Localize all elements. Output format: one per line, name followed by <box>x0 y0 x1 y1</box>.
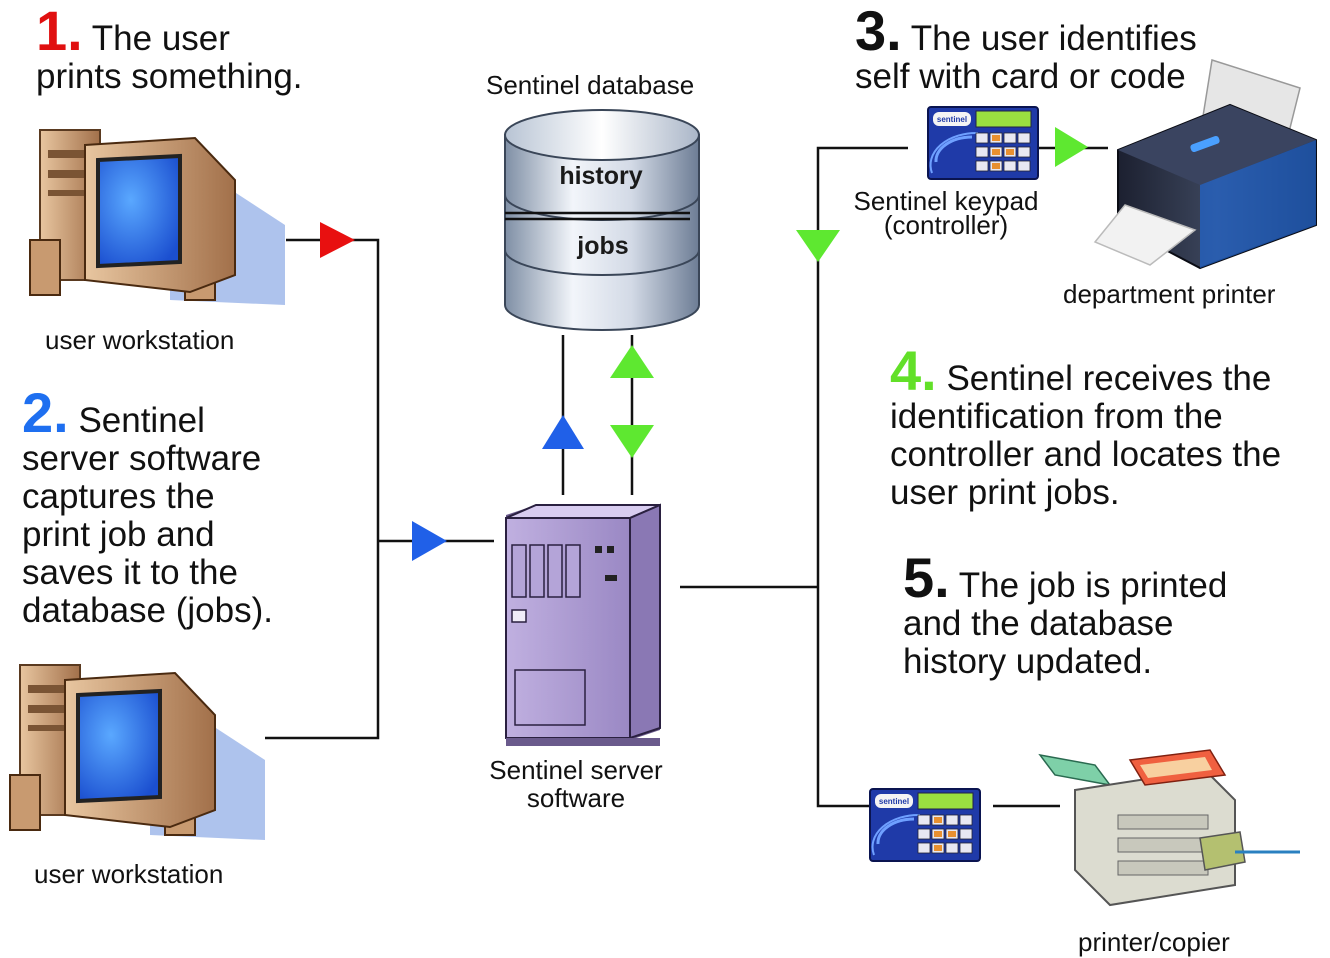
green-arrow-down-icon <box>610 425 654 458</box>
step-5: 5. The job is printed and the database h… <box>903 550 1228 681</box>
blue-arrow-up-icon <box>542 415 584 449</box>
step-2-number: 2. <box>22 381 69 444</box>
database-icon: history jobs <box>504 109 700 331</box>
computer-icon <box>9 664 265 840</box>
controller-bus-line <box>816 146 908 808</box>
step-2-line-5: saves it to the <box>22 553 238 592</box>
step-4-line-3: controller and locates the <box>890 435 1282 474</box>
keypad-brand-label: sentinel <box>879 797 909 806</box>
green-arrow-right-icon <box>1055 127 1088 167</box>
server-icon <box>505 503 661 746</box>
keypad-brand-label: sentinel <box>937 115 967 124</box>
green-arrow-down-icon <box>796 230 840 262</box>
step-1: 1. The user prints something. <box>36 3 303 96</box>
keypad-icon: sentinel <box>869 788 981 862</box>
step-2: 2. Sentinel server software captures the… <box>22 385 273 630</box>
red-arrow-icon <box>320 222 355 258</box>
step-1-line-2: prints something. <box>36 57 303 96</box>
keypad-label-line-2: (controller) <box>883 210 1009 240</box>
step-1-number: 1. <box>36 0 83 62</box>
step-1-line-1: The user <box>91 19 230 58</box>
keypad-icon: sentinel <box>927 106 1039 180</box>
step-4-number: 4. <box>890 339 937 402</box>
step-2-line-2: server software <box>22 439 262 478</box>
step-2-line-4: print job and <box>22 515 215 554</box>
step-2-line-6: database (jobs). <box>22 591 273 630</box>
green-arrow-up-icon <box>610 345 654 378</box>
workstation-top-label: user workstation <box>45 325 235 355</box>
step-3: 3. The user identifies self with card or… <box>855 3 1197 96</box>
workstation-bus-line <box>265 238 380 740</box>
blue-arrow-right-icon <box>412 521 447 561</box>
step-2-line-1: Sentinel <box>78 401 205 440</box>
server-label-line-1: Sentinel server <box>489 755 663 785</box>
db-history-label: history <box>559 162 642 190</box>
step-3-line-2: self with card or code <box>855 57 1186 96</box>
printer-icon <box>1093 59 1317 270</box>
step-4-line-4: user print jobs. <box>890 473 1120 512</box>
keypad-label: Sentinel keypad (controller) <box>832 187 1060 239</box>
step-2-line-3: captures the <box>22 477 215 516</box>
step-5-line-2: and the database <box>903 604 1174 643</box>
copier-label: printer/copier <box>1078 927 1230 957</box>
keypad-label-line-1: Sentinel keypad <box>853 186 1039 216</box>
server-label: Sentinel server software <box>466 756 686 812</box>
step-5-line-1: The job is printed <box>958 566 1228 605</box>
server-label-line-2: software <box>526 783 626 813</box>
step-3-number: 3. <box>855 0 902 62</box>
step-5-line-3: history updated. <box>903 642 1153 681</box>
step-4-line-1: Sentinel receives the <box>946 359 1272 398</box>
db-jobs-label: jobs <box>576 232 628 260</box>
copier-icon <box>1038 749 1300 907</box>
step-3-line-1: The user identifies <box>910 19 1197 58</box>
step-5-number: 5. <box>903 546 950 609</box>
computer-icon <box>29 129 285 305</box>
step-4: 4. Sentinel receives the identification … <box>890 343 1282 512</box>
database-title: Sentinel database <box>486 70 695 100</box>
workstation-bottom-label: user workstation <box>34 859 224 889</box>
step-4-line-2: identification from the <box>890 397 1223 436</box>
department-printer-label: department printer <box>1063 279 1276 309</box>
